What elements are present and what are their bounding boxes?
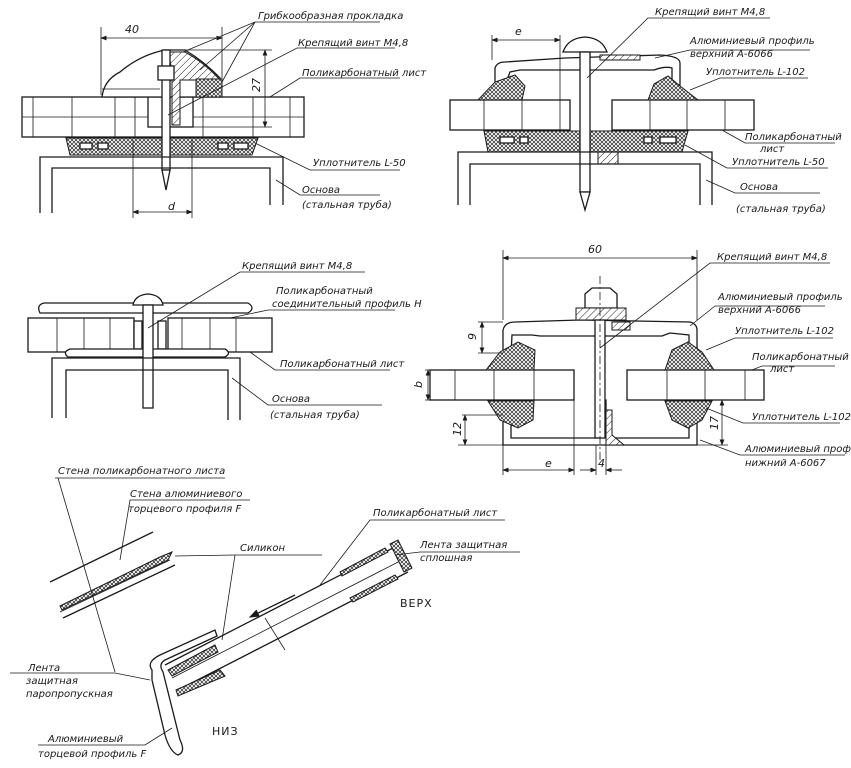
fig1-mushroom-gasket-joint: 40 27 d Грибкообразная прокладка Крепящи… (21, 10, 427, 218)
fig2-screw (562, 36, 608, 213)
fig4-dim-12: 12 (451, 422, 464, 436)
fig4-upper-profile (502, 319, 698, 356)
fig4-label-seal-top: Уплотнитель L-102 (735, 326, 834, 337)
fig2-label-seal-bottom: Уплотнитель L-50 (732, 157, 825, 168)
fig4-double-profile-joint: 60 9 b 12 17 e 4 Крепящий винт М4,8 Алюм… (412, 243, 851, 475)
fig4-label-upper-1: Алюминиевый профиль (717, 292, 843, 303)
fig2-polycarbonate-sheet (449, 99, 755, 131)
fig4-lower-seal-left (487, 400, 535, 429)
fig4-label-seal-bottom: Уплотнитель L-102 (752, 412, 851, 423)
fig4-dim-width: 60 (588, 243, 602, 256)
fig2-steel-base (457, 151, 713, 205)
fig4-upper-seal-left (484, 341, 536, 371)
fig1-label-sheet: Поликарбонатный лист (302, 67, 427, 79)
fig4-dim-4: 4 (598, 457, 605, 470)
fig5-polycarbonate-sheet (164, 539, 413, 691)
fig3-label-base-1: Основа (272, 394, 310, 405)
fig5-label-alu-wall-1: Стена алюминиевого (130, 489, 242, 500)
fig4-dim-9: 9 (466, 333, 479, 340)
fig1-label-base-1: Основа (302, 185, 340, 196)
fig5-end-profile-f (149, 629, 218, 756)
fig1-steel-base (39, 156, 284, 213)
fig3-label-screw: Крепящий винт М4,8 (242, 261, 352, 272)
fig1-label-gasket: Грибкообразная прокладка (258, 10, 403, 22)
fig5-label-silicone: Силикон (240, 543, 286, 554)
fig5-label-tape-solid-1: Лента защитная (419, 540, 507, 551)
fig5-label-end-profile-2: торцевой профиль F (38, 749, 146, 760)
fig5-end-profile-detail: ВЕРХ НИЗ Стена поликарбонатного листа Ст… (10, 465, 520, 760)
fig4-label-screw: Крепящий винт М4,8 (717, 252, 827, 263)
fig5-label-end-profile-1: Алюминиевый (47, 734, 124, 745)
fig3-label-hprofile-2: соединительный профиль Н (272, 299, 422, 310)
fig2-label-sheet-2: лист (759, 144, 785, 155)
fig3-label-hprofile-1: Поликарбонатный (276, 285, 373, 297)
fig5-silicone-detail (59, 551, 174, 611)
fig2-label-profile-1: Алюминиевый профиль (689, 36, 815, 47)
fig5-label-top: ВЕРХ (400, 597, 433, 610)
fig2-label-base-1: Основа (740, 182, 778, 193)
fig4-bolt (575, 276, 627, 460)
fig2-label-sheet-1: Поликарбонатный (745, 131, 842, 143)
fig1-label-base-2: (стальная труба) (302, 199, 392, 211)
fig4-dim-17: 17 (708, 416, 721, 430)
fig3-steel-base (51, 357, 241, 420)
fig1-dim-d: d (168, 200, 176, 213)
fig3-h-profile-joint: Крепящий винт М4,8 Поликарбонатный соеди… (27, 261, 422, 421)
fig3-label-sheet: Поликарбонатный лист (280, 358, 405, 370)
fig4-lower-seal-right (664, 400, 713, 429)
fig4-dim-e: e (545, 457, 552, 470)
fig4-label-lower-2: нижний А-6067 (745, 458, 826, 469)
fig5-label-tape-vapor-3: паропропускная (26, 689, 113, 700)
fig5-label-sheet-wall: Стена поликарбонатного листа (58, 465, 225, 477)
fig4-dim-b: b (412, 381, 425, 388)
fig2-label-seal-top: Уплотнитель L-102 (706, 67, 805, 78)
fig4-label-sheet-2: лист (769, 364, 795, 375)
fig3-label-base-2: (стальная труба) (270, 409, 360, 421)
fig2-aluminium-profile-joint: e Крепящий винт М4,8 Алюминиевый профиль… (449, 7, 842, 215)
fig1-dim-height: 27 (250, 78, 263, 92)
fig4-label-upper-2: верхний А-6066 (718, 305, 801, 316)
fig1-label-seal: Уплотнитель L-50 (313, 158, 406, 169)
fig2-upper-seal-left (476, 74, 526, 101)
fig2-dim-e: e (515, 25, 522, 38)
fig5-label-alu-wall-2: торцевого профиля F (128, 504, 241, 515)
fig1-label-screw: Крепящий винт М4,8 (298, 38, 408, 49)
fig4-label-sheet-1: Поликарбонатный (752, 351, 849, 363)
fig2-label-base-2: (стальная труба) (736, 203, 826, 215)
fig4-label-lower-1: Алюминиевый профиль (744, 444, 851, 455)
fig5-label-tape-vapor-1: Лента (27, 663, 60, 674)
fig5-label-tape-vapor-2: защитная (26, 676, 78, 687)
fig2-label-screw: Крепящий винт М4,8 (655, 7, 765, 18)
fig1-screw (157, 49, 175, 191)
fig5-label-sheet: Поликарбонатный лист (373, 507, 498, 519)
fig1-dim-width: 40 (125, 23, 139, 36)
fig2-label-profile-2: верхний А-6066 (690, 49, 773, 60)
fig3-screw (132, 293, 164, 409)
fig2-upper-seal-right (647, 75, 700, 101)
fig4-upper-seal-right (664, 341, 715, 371)
fig5-label-tape-solid-2: сплошная (420, 553, 472, 564)
fig5-label-bottom: НИЗ (212, 725, 239, 738)
